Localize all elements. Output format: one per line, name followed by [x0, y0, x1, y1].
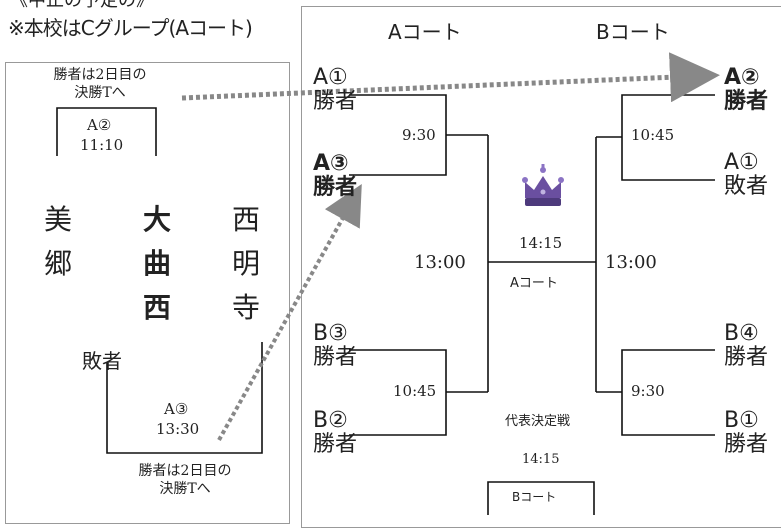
br-time-top: 10:45 — [631, 126, 675, 144]
br-entry-3-id: B④ — [724, 321, 759, 346]
br-entry-4-id: B① — [724, 408, 759, 433]
bl-entry-1: A① 勝者 — [313, 66, 357, 114]
br-entry-2-result: 敗者 — [724, 174, 769, 199]
bl-entry-1-id: A① — [313, 65, 348, 90]
lp-top-note: 勝者は2日目の 決勝Tへ — [53, 67, 147, 101]
bl-entry-2-result: 勝者 — [313, 175, 358, 200]
rep-box — [487, 481, 595, 515]
bl-time-bottom: 10:45 — [393, 382, 437, 400]
rep-court: Bコート — [512, 490, 557, 504]
lp-match2-time: 13:30 — [156, 420, 200, 438]
br-entry-4-result: 勝者 — [724, 432, 769, 457]
lp-bottom-note: 勝者は2日目の 決勝Tへ — [138, 463, 232, 497]
rep-label: 代表決定戦 — [505, 414, 571, 429]
bl-entry-3-id: B③ — [313, 321, 348, 346]
bl-entry-1-result: 勝者 — [313, 89, 358, 114]
semi-left-time: 13:00 — [414, 252, 466, 273]
bl-time-top: 9:30 — [402, 126, 436, 144]
br-entry-1: A② 勝者 — [724, 66, 768, 114]
br-time-bottom: 9:30 — [631, 382, 665, 400]
br-entry-3-result: 勝者 — [724, 345, 769, 370]
final-court: Aコート — [510, 276, 558, 291]
team-omagari-nishi: 大 曲 西 — [142, 203, 171, 324]
rep-time: 14:15 — [522, 452, 560, 467]
court-b-header: Bコート — [596, 20, 670, 44]
court-a-header: Aコート — [388, 20, 462, 44]
bl-entry-3: B③ 勝者 — [313, 322, 357, 370]
arrow-to-a2 — [181, 52, 720, 103]
bl-entry-2: A③ 勝者 — [313, 152, 357, 200]
lp-match2-id: A③ — [164, 400, 189, 418]
bl-entry-2-id: A③ — [313, 151, 349, 176]
group-note: ※本校はCグループ(Aコート) — [8, 16, 253, 40]
lp-match1-id: A② — [87, 116, 112, 134]
lp-match1-line — [56, 107, 157, 156]
bl-entry-3-result: 勝者 — [313, 345, 358, 370]
br-entry-2: A① 敗者 — [724, 151, 768, 199]
br-entry-1-id: A② — [724, 65, 760, 90]
br-entry-4: B① 勝者 — [724, 409, 768, 457]
br-entry-1-result: 勝者 — [724, 89, 769, 114]
lp-match2-line — [106, 342, 263, 454]
semi-right-time: 13:00 — [605, 252, 657, 273]
top-cut-text: 《中止の予定の》 — [10, 0, 154, 11]
lp-match1-time: 11:10 — [80, 136, 124, 154]
bracket-lines — [56, 52, 720, 515]
team-saimyoji: 西 明 寺 — [231, 203, 260, 324]
br-entry-3: B④ 勝者 — [724, 322, 768, 370]
team-misato: 美 郷 — [43, 203, 72, 280]
bl-entry-4: B② 勝者 — [313, 409, 357, 457]
lp-loser-label: 敗者 — [82, 349, 122, 373]
crown-icon — [522, 164, 564, 206]
br-entry-2-id: A① — [724, 150, 759, 175]
bl-entry-4-result: 勝者 — [313, 432, 358, 457]
bl-entry-4-id: B② — [313, 408, 348, 433]
final-time: 14:15 — [519, 234, 563, 252]
